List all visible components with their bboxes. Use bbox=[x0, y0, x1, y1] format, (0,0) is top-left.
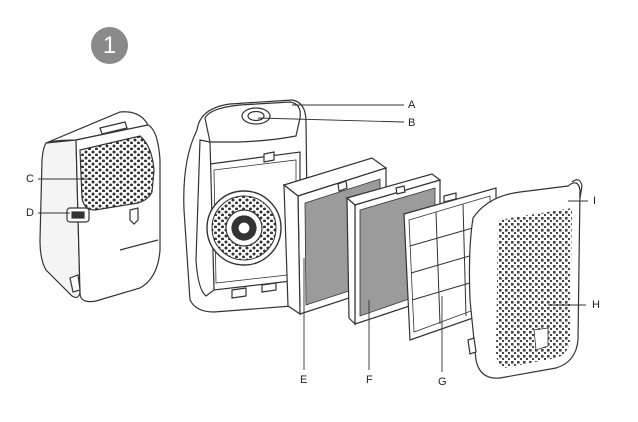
callout-e: E bbox=[300, 374, 308, 386]
callout-h: H bbox=[592, 299, 600, 311]
step-number-badge: 1 bbox=[91, 27, 128, 64]
leader-lines bbox=[38, 104, 588, 372]
callout-g: G bbox=[438, 376, 447, 388]
leader-b bbox=[257, 117, 405, 123]
callout-i: I bbox=[593, 195, 597, 207]
callout-b: B bbox=[408, 117, 416, 129]
fan-wheel bbox=[206, 190, 282, 266]
assembled-purifier bbox=[39, 111, 161, 303]
callout-d: D bbox=[26, 207, 34, 219]
callout-f: F bbox=[366, 374, 373, 386]
callout-c: C bbox=[26, 173, 34, 185]
callout-a: A bbox=[408, 99, 416, 111]
front-cover-h bbox=[467, 179, 583, 379]
open-purifier-body bbox=[183, 99, 309, 313]
